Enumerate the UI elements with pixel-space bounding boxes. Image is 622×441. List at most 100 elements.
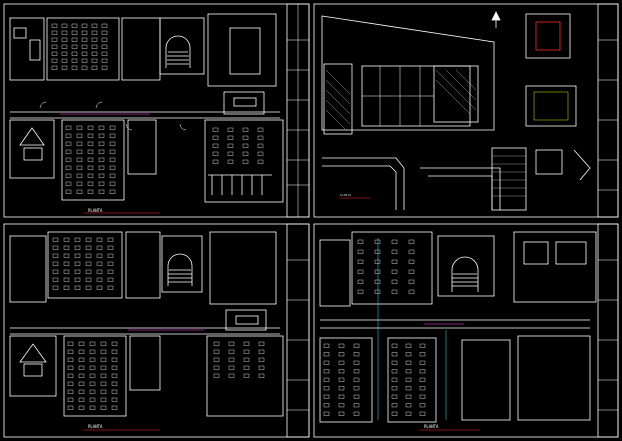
sheet-bottom-left[interactable]: PLANTA	[3, 223, 310, 438]
room-classroom-upper	[46, 17, 120, 81]
desk	[258, 373, 265, 378]
desk	[391, 352, 398, 357]
desk	[408, 279, 415, 284]
title-block-rows	[287, 4, 309, 217]
desk	[419, 369, 426, 374]
desk	[323, 369, 330, 374]
desk	[51, 37, 58, 42]
desk	[76, 149, 83, 154]
desk	[243, 349, 250, 354]
detail-plan-a	[525, 13, 571, 59]
hatched-area-right	[433, 65, 479, 123]
desk	[71, 51, 78, 56]
desk	[242, 135, 249, 140]
desk	[63, 285, 70, 290]
desk	[98, 157, 105, 162]
desk	[374, 249, 381, 254]
lab-fixture	[19, 343, 47, 363]
desk	[391, 259, 398, 264]
desk	[357, 269, 364, 274]
desk	[98, 149, 105, 154]
room-service-right	[517, 335, 591, 421]
sheet-top-right[interactable]: PLANTA	[313, 3, 619, 218]
conference-table-room	[223, 91, 265, 115]
room-hall	[461, 339, 511, 421]
desk	[374, 279, 381, 284]
desk	[257, 135, 264, 140]
building-interior	[362, 66, 434, 126]
desk	[323, 360, 330, 365]
desk	[63, 269, 70, 274]
desk	[353, 369, 360, 374]
desk	[67, 397, 74, 402]
desk	[323, 377, 330, 382]
desk	[67, 373, 74, 378]
legend-rows	[492, 155, 526, 197]
desk	[338, 394, 345, 399]
desk	[76, 133, 83, 138]
desk	[51, 65, 58, 70]
desk	[227, 135, 234, 140]
desk	[408, 289, 415, 294]
desk	[74, 269, 81, 274]
furniture-block	[29, 39, 41, 61]
desk	[227, 127, 234, 132]
desk	[111, 349, 118, 354]
desk	[353, 343, 360, 348]
desk	[87, 189, 94, 194]
desk	[419, 343, 426, 348]
desk	[111, 397, 118, 402]
desk	[52, 277, 59, 282]
desk	[338, 377, 345, 382]
desk	[52, 261, 59, 266]
desk	[81, 37, 88, 42]
room-side	[125, 231, 161, 299]
desk	[111, 365, 118, 370]
desk	[81, 30, 88, 35]
desk	[63, 237, 70, 242]
desk	[100, 365, 107, 370]
desk	[111, 341, 118, 346]
partitions	[208, 174, 272, 195]
desk	[101, 44, 108, 49]
sheet-top-left[interactable]: PLANTA	[3, 3, 310, 218]
desk	[419, 360, 426, 365]
room-lab	[9, 119, 55, 179]
room-classroom-upper	[47, 231, 123, 299]
desk	[107, 269, 114, 274]
desk	[243, 357, 250, 362]
inner-room-b	[555, 241, 587, 265]
desk	[63, 277, 70, 282]
desk	[101, 65, 108, 70]
desk	[74, 253, 81, 258]
desk	[100, 389, 107, 394]
desk	[357, 239, 364, 244]
desk	[212, 127, 219, 132]
desk	[67, 357, 74, 362]
hatched-area-left	[323, 63, 353, 135]
desk	[109, 141, 116, 146]
desk	[357, 289, 364, 294]
desk	[405, 377, 412, 382]
desk	[96, 269, 103, 274]
desk	[109, 149, 116, 154]
desk	[51, 23, 58, 28]
desk	[357, 279, 364, 284]
desk	[353, 403, 360, 408]
title-block	[597, 223, 619, 438]
desk	[85, 285, 92, 290]
desk	[61, 23, 68, 28]
desk	[338, 360, 345, 365]
desk	[357, 249, 364, 254]
desk	[85, 253, 92, 258]
inner-room-a	[523, 241, 549, 265]
desk	[243, 341, 250, 346]
desk	[101, 58, 108, 63]
arched-stair	[165, 35, 191, 68]
room-right-upper	[207, 13, 277, 87]
sheet-bottom-right[interactable]: PLANTA	[313, 223, 619, 438]
desk	[87, 141, 94, 146]
desk	[101, 37, 108, 42]
road-left-inner	[322, 165, 397, 210]
